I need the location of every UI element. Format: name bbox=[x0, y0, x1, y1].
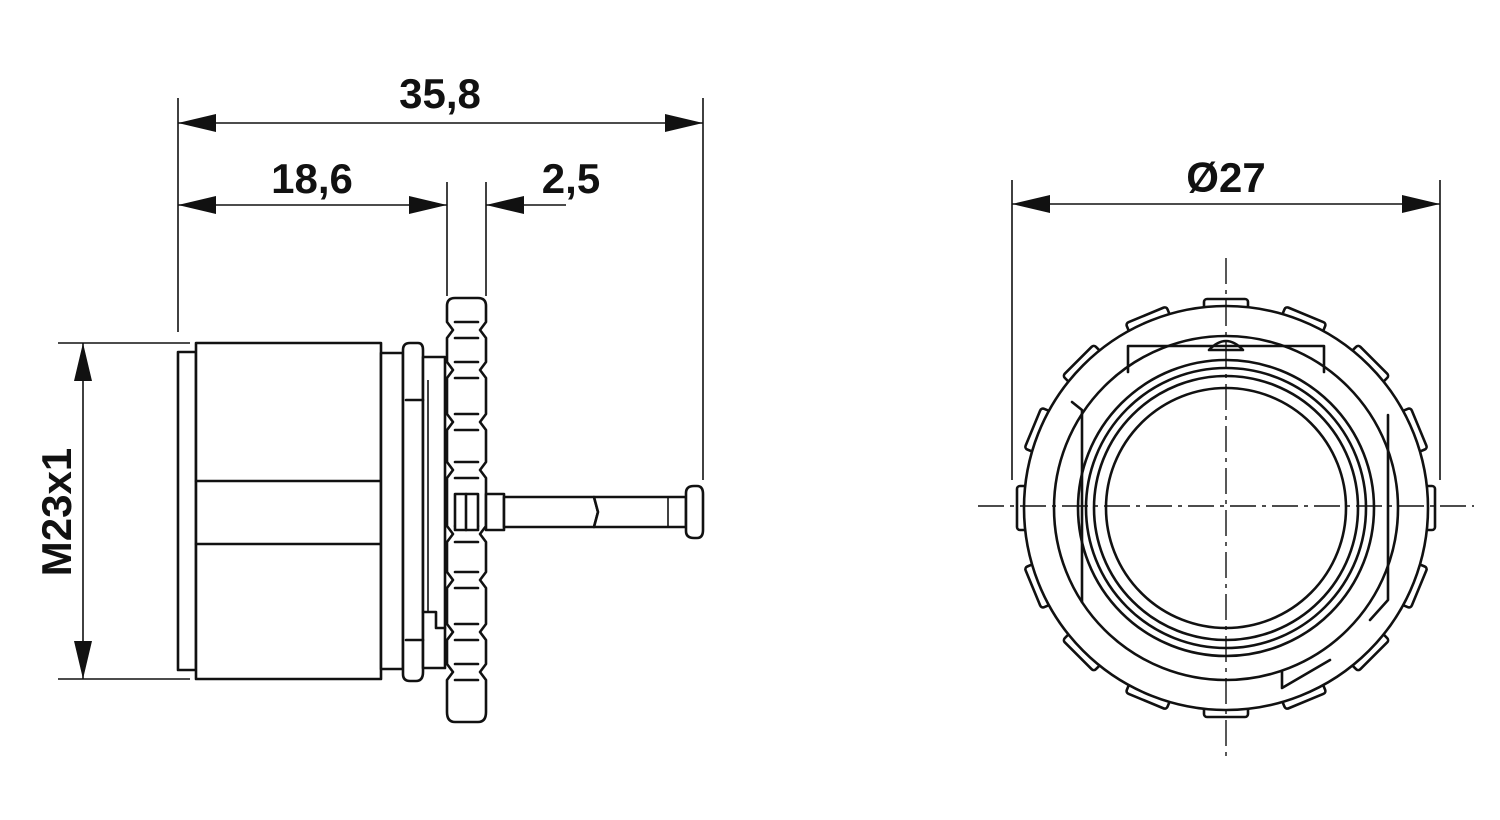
bayonet-segment-right bbox=[1368, 413, 1390, 622]
dim-label-body: 18,6 bbox=[271, 155, 353, 202]
arrow-overall-left bbox=[178, 114, 216, 132]
arrow-body-right bbox=[409, 196, 447, 214]
arrow-flange bbox=[486, 196, 524, 214]
dim-label-diameter: Ø27 bbox=[1186, 154, 1265, 201]
body-shoulder bbox=[379, 351, 405, 671]
arrow-thread-top bbox=[74, 343, 92, 381]
dim-label-flange: 2,5 bbox=[542, 155, 600, 202]
thread-lip bbox=[176, 350, 198, 672]
dim-label-thread: M23x1 bbox=[33, 448, 80, 576]
arrow-diameter-right bbox=[1402, 195, 1440, 213]
arrow-overall-right bbox=[665, 114, 703, 132]
pin-shaft bbox=[502, 495, 600, 529]
side-view bbox=[176, 296, 705, 724]
pin-head bbox=[684, 484, 705, 540]
neck-groove bbox=[421, 610, 447, 630]
dim-label-overall: 35,8 bbox=[399, 70, 481, 117]
neck-inner bbox=[404, 398, 425, 642]
arrow-diameter-left bbox=[1012, 195, 1050, 213]
center-lines bbox=[978, 258, 1474, 758]
arrow-body-left bbox=[178, 196, 216, 214]
threaded-body bbox=[194, 341, 383, 681]
pin-tip bbox=[592, 495, 688, 529]
front-view bbox=[1015, 297, 1437, 719]
pin-collar bbox=[484, 492, 506, 532]
neck-ring bbox=[401, 341, 425, 683]
neck-step bbox=[421, 355, 447, 670]
side-view-dimensions: 35,8 18,6 2,5 M23x1 bbox=[33, 70, 704, 680]
bayonet-segment-bottom bbox=[1280, 658, 1332, 690]
arrow-thread-bottom bbox=[74, 641, 92, 679]
front-view-dimensions: Ø27 bbox=[1011, 154, 1441, 480]
